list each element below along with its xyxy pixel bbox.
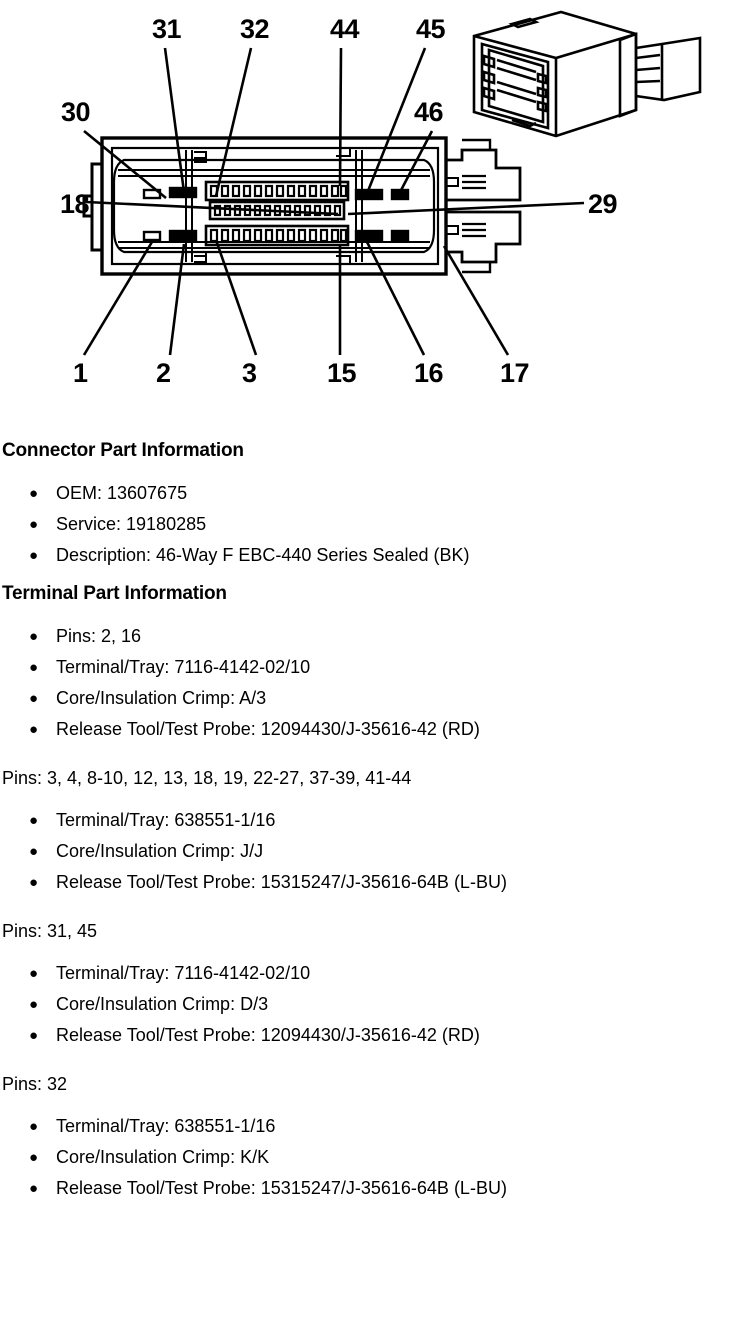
bullet-icon: ● — [29, 874, 39, 891]
list-item-text: Release Tool/Test Probe: 12094430/J-3561… — [56, 719, 480, 739]
list-item-text: Core/Insulation Crimp: A/3 — [56, 688, 267, 708]
bullet-icon: ● — [29, 628, 39, 645]
list-item-text: Terminal/Tray: 638551-1/16 — [56, 1116, 276, 1136]
bullet-icon: ● — [29, 996, 39, 1013]
callout-label: 3 — [242, 358, 257, 388]
list-item: ● Terminal/Tray: 638551-1/16 — [0, 805, 736, 836]
bullet-icon: ● — [29, 659, 39, 676]
list-item-text: Terminal/Tray: 638551-1/16 — [56, 810, 276, 830]
callout-label: 46 — [414, 97, 444, 127]
list-item: ● Core/Insulation Crimp: A/3 — [0, 683, 736, 714]
connector-isometric-view — [472, 10, 702, 138]
callout-label: 1 — [73, 358, 88, 388]
list-item-text: Release Tool/Test Probe: 15315247/J-3561… — [56, 1178, 507, 1198]
terminal-group-1-pins: Pins: 3, 4, 8-10, 12, 13, 18, 19, 22-27,… — [2, 768, 412, 788]
bullet-icon: ● — [29, 690, 39, 707]
bullet-icon: ● — [29, 843, 39, 860]
terminal-group-1-list: ● Terminal/Tray: 638551-1/16 ● Core/Insula… — [0, 805, 736, 898]
callout-label: 45 — [416, 14, 446, 44]
list-item: ● Pins: 2, 16 — [0, 621, 736, 652]
callout-label: 32 — [240, 14, 270, 44]
terminal-group-0-list: ● Pins: 2, 16 ● Terminal/Tray: 7116-4142-0… — [0, 621, 736, 745]
list-item: ● Description: 46-Way F EBC-440 Series Se… — [0, 540, 736, 571]
terminal-group-2-list: ● Terminal/Tray: 7116-4142-02/10 ● Core/In… — [0, 958, 736, 1051]
callout-label: 31 — [152, 14, 182, 44]
callout-label: 15 — [327, 358, 357, 388]
bullet-icon: ● — [29, 1027, 39, 1044]
part-information-content: Connector Part Information ● OEM: 1360767… — [0, 440, 736, 1204]
bullet-icon: ● — [29, 485, 39, 502]
list-item: ● Core/Insulation Crimp: J/J — [0, 836, 736, 867]
terminal-group-3-pins: Pins: 32 — [2, 1074, 68, 1094]
list-item-text: Core/Insulation Crimp: K/K — [56, 1147, 270, 1167]
list-item-text: Terminal/Tray: 7116-4142-02/10 — [56, 657, 311, 677]
list-item: ● OEM: 13607675 — [0, 478, 736, 509]
connector-line-art — [82, 10, 702, 356]
list-item: ● Terminal/Tray: 638551-1/16 — [0, 1111, 736, 1142]
list-item-text: OEM: 13607675 — [56, 483, 188, 503]
list-item-text: Release Tool/Test Probe: 15315247/J-3561… — [56, 872, 507, 892]
bullet-icon: ● — [29, 812, 39, 829]
callout-label: 18 — [60, 189, 90, 219]
list-item: ● Release Tool/Test Probe: 12094430/J-356… — [0, 1020, 736, 1051]
connector-part-information-heading: Connector Part Information — [2, 440, 244, 461]
bullet-icon: ● — [29, 547, 39, 564]
pins-text: Pins: 2, 16 — [56, 626, 142, 646]
list-item-text: Core/Insulation Crimp: D/3 — [56, 994, 269, 1014]
list-item: ● Release Tool/Test Probe: 15315247/J-356… — [0, 867, 736, 898]
list-item: ● Core/Insulation Crimp: D/3 — [0, 989, 736, 1020]
terminal-part-information-heading: Terminal Part Information — [2, 583, 227, 604]
callout-label: 30 — [61, 97, 91, 127]
bullet-icon: ● — [29, 1180, 39, 1197]
connector-diagram: 31 32 44 45 30 46 18 29 1 2 3 15 16 17 — [0, 0, 736, 440]
leader-lines — [82, 47, 585, 356]
callout-label: 2 — [156, 358, 171, 388]
list-item: ● Release Tool/Test Probe: 15315247/J-356… — [0, 1173, 736, 1204]
list-item-text: Release Tool/Test Probe: 12094430/J-3561… — [56, 1025, 480, 1045]
callout-label: 16 — [414, 358, 444, 388]
bullet-icon: ● — [29, 516, 39, 533]
connector-part-information-list: ● OEM: 13607675 ● Service: 19180285 ● Descr… — [0, 478, 736, 571]
list-item-text: Service: 19180285 — [56, 514, 207, 534]
list-item-text: Description: 46-Way F EBC-440 Series Sea… — [56, 545, 470, 565]
bullet-icon: ● — [29, 1149, 39, 1166]
list-item: ● Terminal/Tray: 7116-4142-02/10 — [0, 958, 736, 989]
bullet-icon: ● — [29, 1118, 39, 1135]
list-item: ● Release Tool/Test Probe: 12094430/J-356… — [0, 714, 736, 745]
callout-label: 17 — [500, 358, 530, 388]
callout-label: 29 — [588, 189, 618, 219]
list-item-text: Core/Insulation Crimp: J/J — [56, 841, 264, 861]
callout-label: 44 — [330, 14, 360, 44]
list-item: ● Terminal/Tray: 7116-4142-02/10 — [0, 652, 736, 683]
list-item-text: Terminal/Tray: 7116-4142-02/10 — [56, 963, 311, 983]
bullet-icon: ● — [29, 965, 39, 982]
terminal-group-2-pins: Pins: 31, 45 — [2, 921, 98, 941]
list-item: ● Core/Insulation Crimp: K/K — [0, 1142, 736, 1173]
terminal-group-3-list: ● Terminal/Tray: 638551-1/16 ● Core/Insula… — [0, 1111, 736, 1204]
bullet-icon: ● — [29, 721, 39, 738]
list-item: ● Service: 19180285 — [0, 509, 736, 540]
